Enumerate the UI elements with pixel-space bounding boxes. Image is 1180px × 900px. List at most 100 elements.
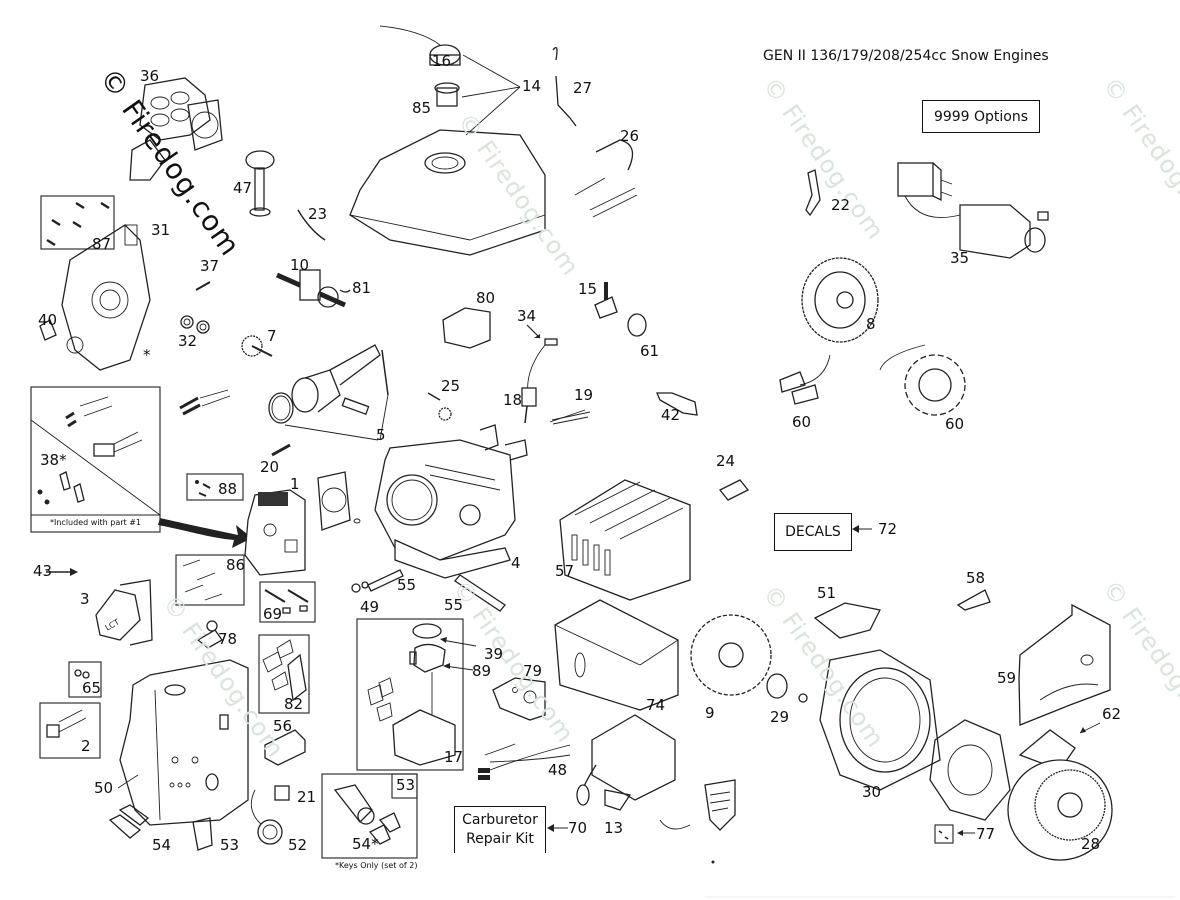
- callout-88[interactable]: 88: [218, 480, 238, 498]
- callout-69[interactable]: 69: [263, 605, 283, 623]
- engine-block-4: [374, 424, 528, 579]
- box-88: [186, 473, 244, 501]
- callout-62[interactable]: 62: [1102, 705, 1122, 723]
- callout-40[interactable]: 40: [38, 311, 58, 329]
- callout-14[interactable]: 14: [522, 77, 542, 95]
- starter-motor-35: [897, 162, 1049, 259]
- callout-16[interactable]: 16: [432, 52, 452, 70]
- callout-74[interactable]: 74: [646, 696, 666, 714]
- box-82: [258, 634, 310, 714]
- callout-55b[interactable]: 55: [444, 596, 464, 614]
- cylinder-head-1: [244, 489, 306, 576]
- callout-79[interactable]: 79: [523, 662, 543, 680]
- callout-57[interactable]: 57: [555, 562, 575, 580]
- valve-kit-box-38: [30, 386, 161, 533]
- callout-4[interactable]: 4: [511, 554, 521, 572]
- callout-81[interactable]: 81: [352, 279, 372, 297]
- carburetor-repair-kit-box[interactable]: Carburetor Repair Kit: [454, 806, 546, 853]
- callout-31[interactable]: 31: [151, 221, 171, 239]
- callout-25[interactable]: 25: [441, 377, 461, 395]
- callout-77[interactable]: 77: [976, 825, 996, 843]
- callout-59[interactable]: 59: [997, 669, 1017, 687]
- decals-box[interactable]: DECALS: [774, 513, 852, 551]
- callout-56[interactable]: 56: [273, 717, 293, 735]
- callout-49[interactable]: 49: [360, 598, 380, 616]
- options-box[interactable]: 9999 Options: [922, 100, 1040, 133]
- callout-55a[interactable]: 55: [397, 576, 417, 594]
- callout-28[interactable]: 28: [1081, 835, 1101, 853]
- callout-24[interactable]: 24: [716, 452, 736, 470]
- note-keys-only: *Keys Only (set of 2): [335, 861, 418, 870]
- callout-54a[interactable]: 54: [152, 836, 172, 854]
- callout-18[interactable]: 18: [503, 391, 523, 409]
- callout-85[interactable]: 85: [412, 99, 432, 117]
- callout-42[interactable]: 42: [661, 406, 681, 424]
- carb-kit-line-1: Carburetor: [462, 812, 538, 828]
- callout-37[interactable]: 37: [200, 257, 220, 275]
- callout-72[interactable]: 72: [878, 520, 898, 538]
- carb-kit-line-2: Repair Kit: [466, 831, 534, 847]
- callout-38[interactable]: 38*: [40, 451, 67, 469]
- callout-52[interactable]: 52: [288, 836, 308, 854]
- callout-34[interactable]: 34: [517, 307, 537, 325]
- callout-27[interactable]: 27: [573, 79, 593, 97]
- callout-10[interactable]: 10: [290, 256, 310, 274]
- callout-60b[interactable]: 60: [945, 415, 965, 433]
- callout-35[interactable]: 35: [950, 249, 970, 267]
- callout-53b[interactable]: 53: [396, 776, 416, 794]
- crankcase-cover-31: [61, 224, 151, 371]
- callout-23[interactable]: 23: [308, 205, 328, 223]
- box-69: [259, 581, 316, 623]
- callout-30[interactable]: 30: [862, 783, 882, 801]
- valve-cover-3: LCT: [95, 579, 153, 646]
- dipstick-47: [245, 150, 275, 217]
- callout-asterisk: *: [143, 346, 151, 364]
- callout-86[interactable]: 86: [226, 556, 246, 574]
- muffler-13: [576, 714, 676, 811]
- callout-54b[interactable]: 54*: [352, 835, 379, 853]
- callout-5[interactable]: 5: [376, 426, 386, 444]
- callout-51[interactable]: 51: [817, 584, 837, 602]
- callout-89[interactable]: 89: [472, 662, 492, 680]
- callout-29[interactable]: 29: [770, 708, 790, 726]
- key-switch-box-53: [321, 773, 418, 859]
- callout-7[interactable]: 7: [267, 327, 277, 345]
- callout-13[interactable]: 13: [604, 819, 624, 837]
- callout-65[interactable]: 65: [82, 679, 102, 697]
- callout-8[interactable]: 8: [866, 315, 876, 333]
- callout-61[interactable]: 61: [640, 342, 660, 360]
- callout-17[interactable]: 17: [444, 748, 464, 766]
- blower-housing-30: [819, 649, 941, 791]
- callout-21[interactable]: 21: [297, 788, 317, 806]
- callout-70[interactable]: 70: [568, 819, 588, 837]
- callout-1[interactable]: 1: [290, 475, 300, 493]
- callout-78[interactable]: 78: [218, 630, 238, 648]
- box-2: [39, 702, 101, 759]
- callout-3[interactable]: 3: [80, 590, 90, 608]
- callout-80[interactable]: 80: [476, 289, 496, 307]
- recoil-starter-28: [1007, 729, 1113, 861]
- callout-47[interactable]: 47: [233, 179, 253, 197]
- callout-20[interactable]: 20: [260, 458, 280, 476]
- callout-32[interactable]: 32: [178, 332, 198, 350]
- callout-53a[interactable]: 53: [220, 836, 240, 854]
- callout-19[interactable]: 19: [574, 386, 594, 404]
- callout-2[interactable]: 2: [81, 737, 91, 755]
- callout-39[interactable]: 39: [484, 645, 504, 663]
- callout-43[interactable]: 43: [33, 562, 53, 580]
- callout-36[interactable]: 36: [140, 67, 160, 85]
- callout-87[interactable]: 87: [92, 235, 112, 253]
- piston-assembly-5: [268, 344, 389, 441]
- engine-shroud-50: [117, 659, 249, 826]
- callout-60a[interactable]: 60: [792, 413, 812, 431]
- callout-9[interactable]: 9: [705, 704, 715, 722]
- callout-22[interactable]: 22: [831, 196, 851, 214]
- callout-26[interactable]: 26: [620, 127, 640, 145]
- callout-15[interactable]: 15: [578, 280, 598, 298]
- screw-box-87: [40, 195, 115, 250]
- callout-82[interactable]: 82: [284, 695, 304, 713]
- callout-50[interactable]: 50: [94, 779, 114, 797]
- callout-48[interactable]: 48: [548, 761, 568, 779]
- callout-58[interactable]: 58: [966, 569, 986, 587]
